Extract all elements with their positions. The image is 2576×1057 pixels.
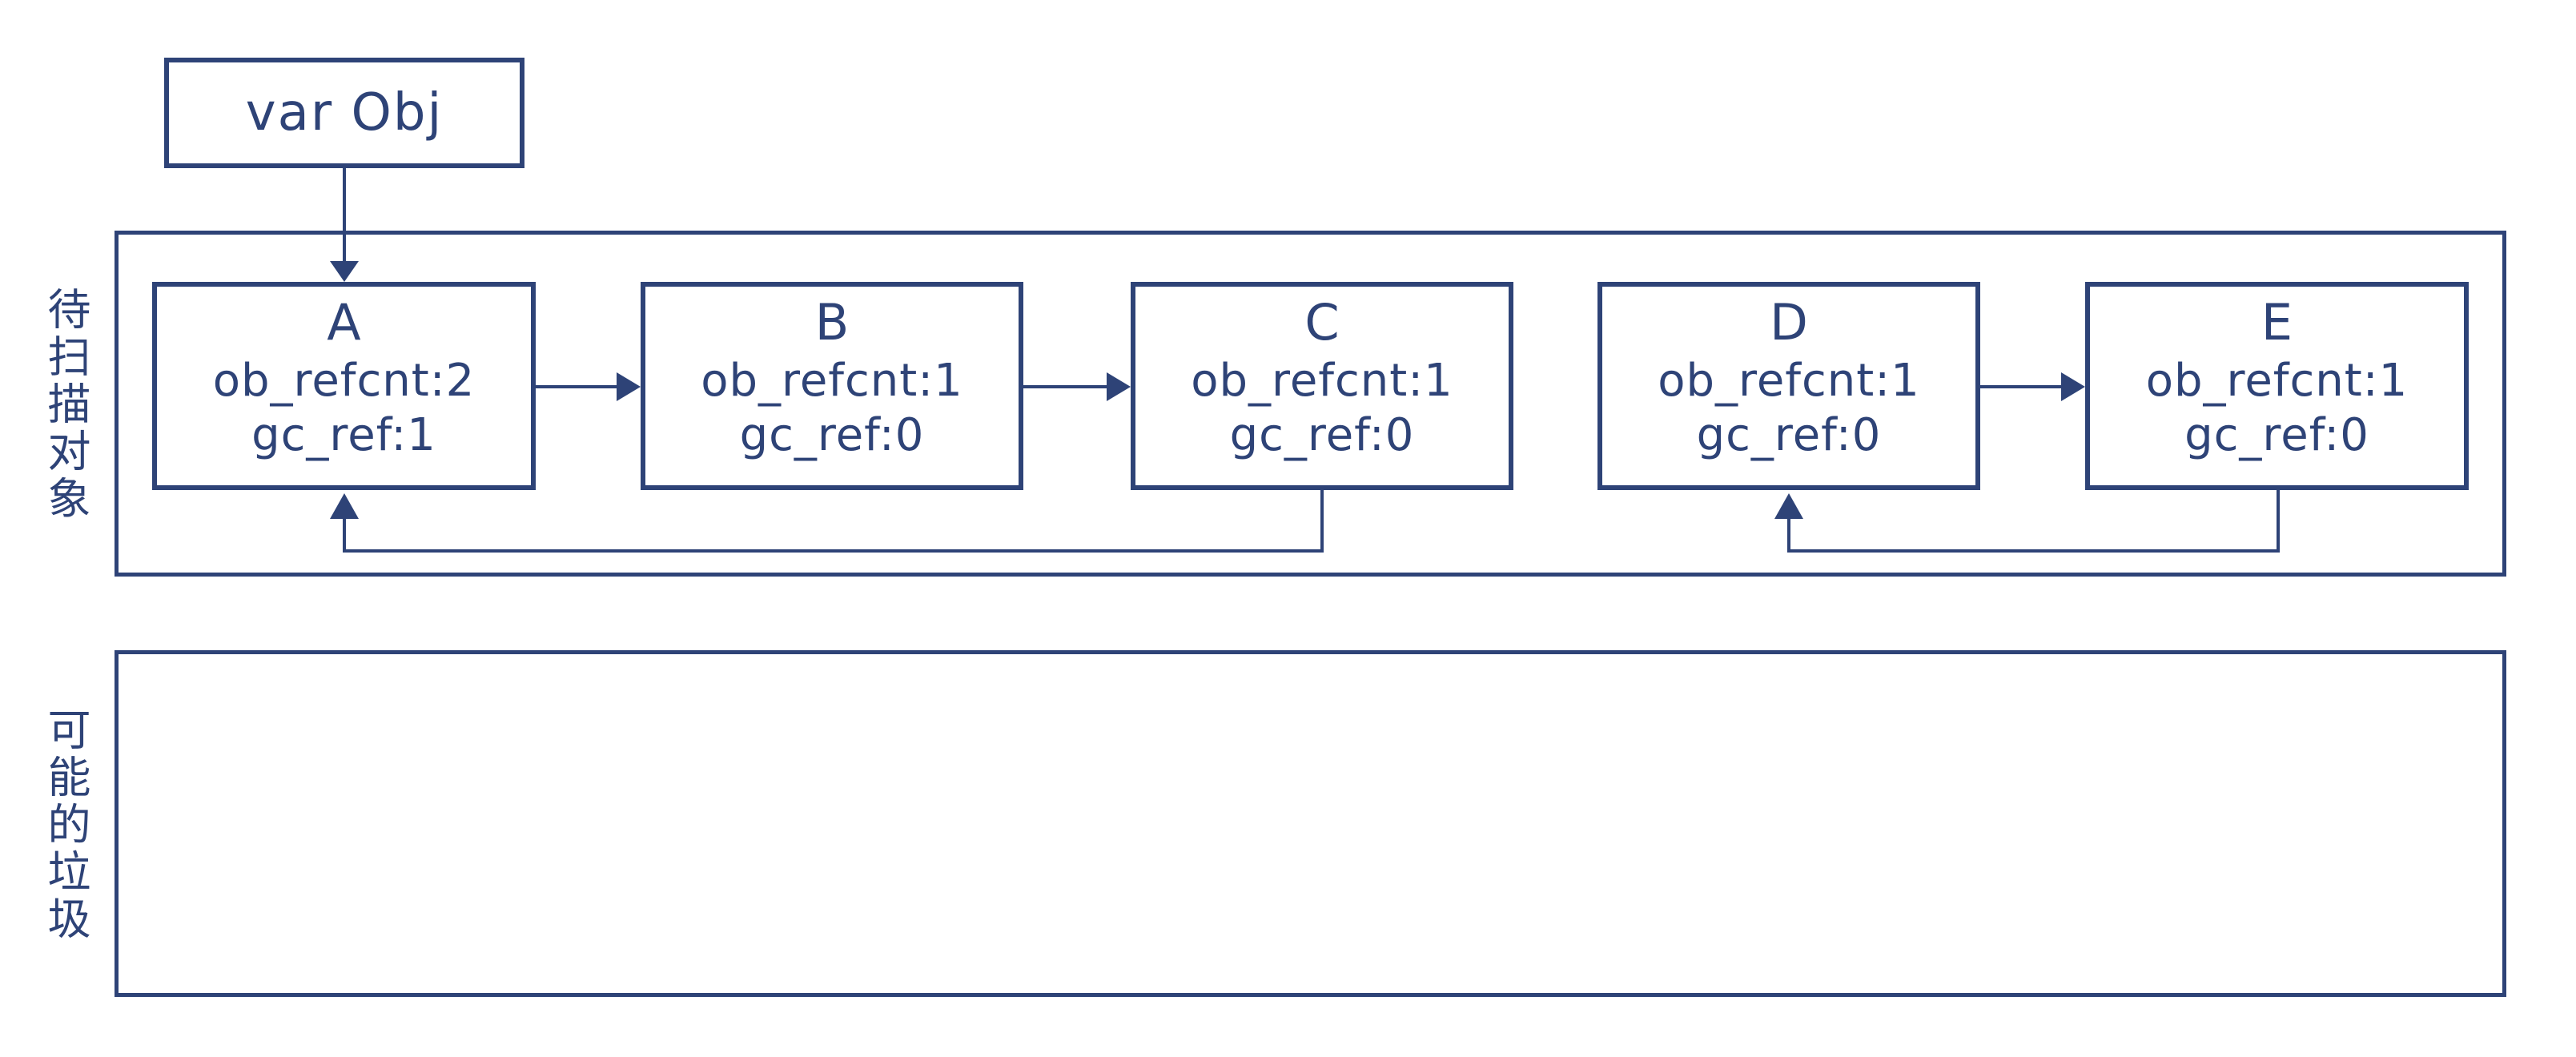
node-e: E ob_refcnt:1 gc_ref:0 xyxy=(2085,282,2469,490)
node-e-gcref: gc_ref:0 xyxy=(2184,409,2369,461)
node-c-gcref: gc_ref:0 xyxy=(1229,409,1415,461)
node-b-title: B xyxy=(814,293,850,352)
node-b-gcref: gc_ref:0 xyxy=(739,409,925,461)
node-a-gcref: gc_ref:1 xyxy=(251,409,436,461)
node-e-title: E xyxy=(2261,293,2293,352)
node-a-refcnt: ob_refcnt:2 xyxy=(212,355,476,407)
var-obj-label: var Obj xyxy=(245,83,444,143)
node-c: C ob_refcnt:1 gc_ref:0 xyxy=(1131,282,1513,490)
node-a: A ob_refcnt:2 gc_ref:1 xyxy=(152,282,536,490)
var-obj-box: var Obj xyxy=(164,58,524,168)
node-d: D ob_refcnt:1 gc_ref:0 xyxy=(1597,282,1980,490)
node-c-refcnt: ob_refcnt:1 xyxy=(1191,355,1453,407)
node-b: B ob_refcnt:1 gc_ref:0 xyxy=(641,282,1023,490)
node-d-refcnt: ob_refcnt:1 xyxy=(1658,355,1920,407)
scan-objects-label: 待扫描对象 xyxy=(40,287,90,523)
possible-garbage-container xyxy=(115,650,2506,997)
node-d-title: D xyxy=(1770,293,1808,352)
possible-garbage-label: 可能的垃圾 xyxy=(40,707,90,943)
node-a-title: A xyxy=(327,293,361,352)
scan-objects-container xyxy=(115,231,2506,577)
node-c-title: C xyxy=(1304,293,1340,352)
node-e-refcnt: ob_refcnt:1 xyxy=(2145,355,2409,407)
node-d-gcref: gc_ref:0 xyxy=(1696,409,1882,461)
node-b-refcnt: ob_refcnt:1 xyxy=(701,355,963,407)
